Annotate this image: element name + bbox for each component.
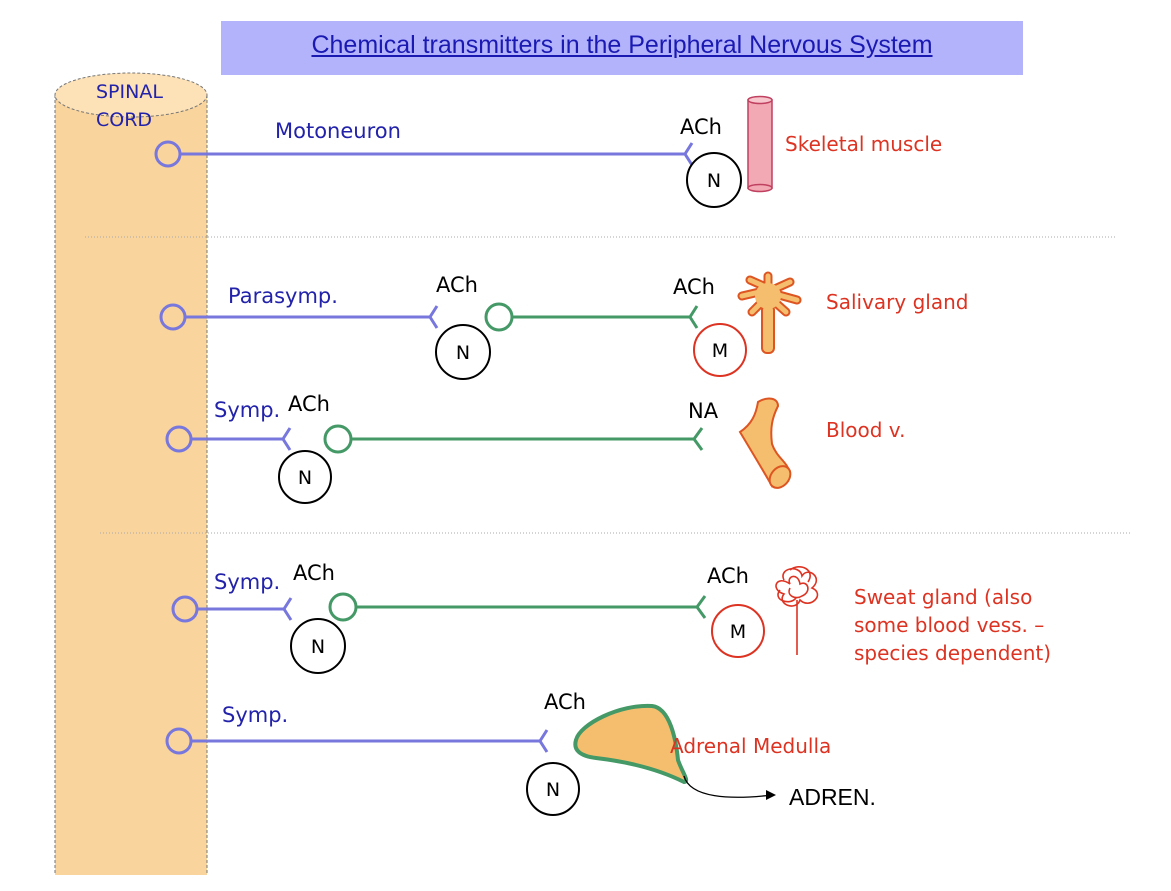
transmitter-label: NA xyxy=(688,399,719,423)
cell-body xyxy=(165,425,193,453)
symp-sweat-pathway xyxy=(171,566,819,674)
spinal-cord-label-1: SPINAL xyxy=(96,81,163,103)
spinal-cord xyxy=(54,72,208,875)
synapse-terminal xyxy=(683,142,694,166)
target-label-skeletal-muscle: Skeletal muscle xyxy=(785,132,943,156)
receptor-circle xyxy=(526,762,580,816)
symp-label: Symp. xyxy=(214,398,281,422)
page-title: Chemical transmitters in the Peripheral … xyxy=(311,31,933,59)
salivary-gland-icon xyxy=(737,271,802,354)
cell-body xyxy=(165,727,193,755)
receptor-circle xyxy=(711,604,765,658)
ganglion-cell xyxy=(328,592,358,622)
synapse-terminal xyxy=(282,597,293,621)
cell-body xyxy=(159,303,187,331)
target-label-salivary-gland: Salivary gland xyxy=(826,290,969,314)
synapse-terminal xyxy=(692,427,704,451)
transmitter-label: ACh xyxy=(707,564,749,588)
receptor-circle xyxy=(290,618,346,674)
transmitter-label: ACh xyxy=(544,690,586,714)
sweat-gland-icon xyxy=(775,566,819,655)
cell-body xyxy=(154,140,182,168)
synapse-terminal xyxy=(428,305,439,329)
title-banner: Chemical transmitters in the Peripheral … xyxy=(221,21,1023,75)
symp-label: Symp. xyxy=(222,703,289,727)
symp-blood-pathway xyxy=(165,397,792,504)
parasymp-pathway xyxy=(159,271,802,380)
target-label-sweat-gland-1: Sweat gland (also xyxy=(854,585,1033,609)
motoneuron-label: Motoneuron xyxy=(275,119,401,143)
parasymp-label: Parasymp. xyxy=(228,284,338,308)
spinal-cord-label-2: CORD xyxy=(96,109,153,131)
receptor-label: N xyxy=(311,636,325,658)
transmitter-label: ACh xyxy=(293,561,335,585)
symp-adrenal-pathway xyxy=(165,703,776,816)
target-label-sweat-gland-2: some blood vess. – xyxy=(854,613,1045,637)
arrow-head-icon xyxy=(766,790,776,800)
transmitter-label: ACh xyxy=(680,115,722,139)
receptor-circle xyxy=(435,324,491,380)
receptor-label: N xyxy=(298,467,312,489)
arrow-line xyxy=(683,775,773,798)
synapse-terminal xyxy=(695,595,707,619)
receptor-label: M xyxy=(730,621,746,643)
ganglion-cell xyxy=(484,302,514,332)
receptor-circle xyxy=(693,323,747,377)
synapse-terminal xyxy=(538,729,549,753)
target-label-sweat-gland-3: species dependent) xyxy=(854,641,1052,665)
skeletal-muscle-icon xyxy=(747,95,773,193)
receptor-label: N xyxy=(456,342,470,364)
motor-pathway xyxy=(154,95,773,208)
transmitter-label: ACh xyxy=(673,275,715,299)
receptor-label: M xyxy=(712,340,728,362)
blood-vessel-icon xyxy=(738,397,792,489)
adrenal-medulla-icon xyxy=(573,703,689,785)
ganglion-cell xyxy=(323,424,353,454)
target-label-blood-vessel: Blood v. xyxy=(826,418,906,442)
transmitter-label: ACh xyxy=(288,392,330,416)
receptor-circle xyxy=(278,450,332,504)
synapse-terminal xyxy=(688,305,699,329)
synapse-terminal xyxy=(281,427,292,451)
symp-label: Symp. xyxy=(214,570,281,594)
receptor-circle xyxy=(686,152,742,208)
receptor-label: N xyxy=(707,170,721,192)
transmitter-label: ACh xyxy=(436,273,478,297)
cell-body xyxy=(171,595,199,623)
output-label-adrenaline: ADREN. xyxy=(789,784,876,810)
receptor-label: N xyxy=(546,779,560,801)
target-label-adrenal-medulla: Adrenal Medulla xyxy=(670,734,832,758)
